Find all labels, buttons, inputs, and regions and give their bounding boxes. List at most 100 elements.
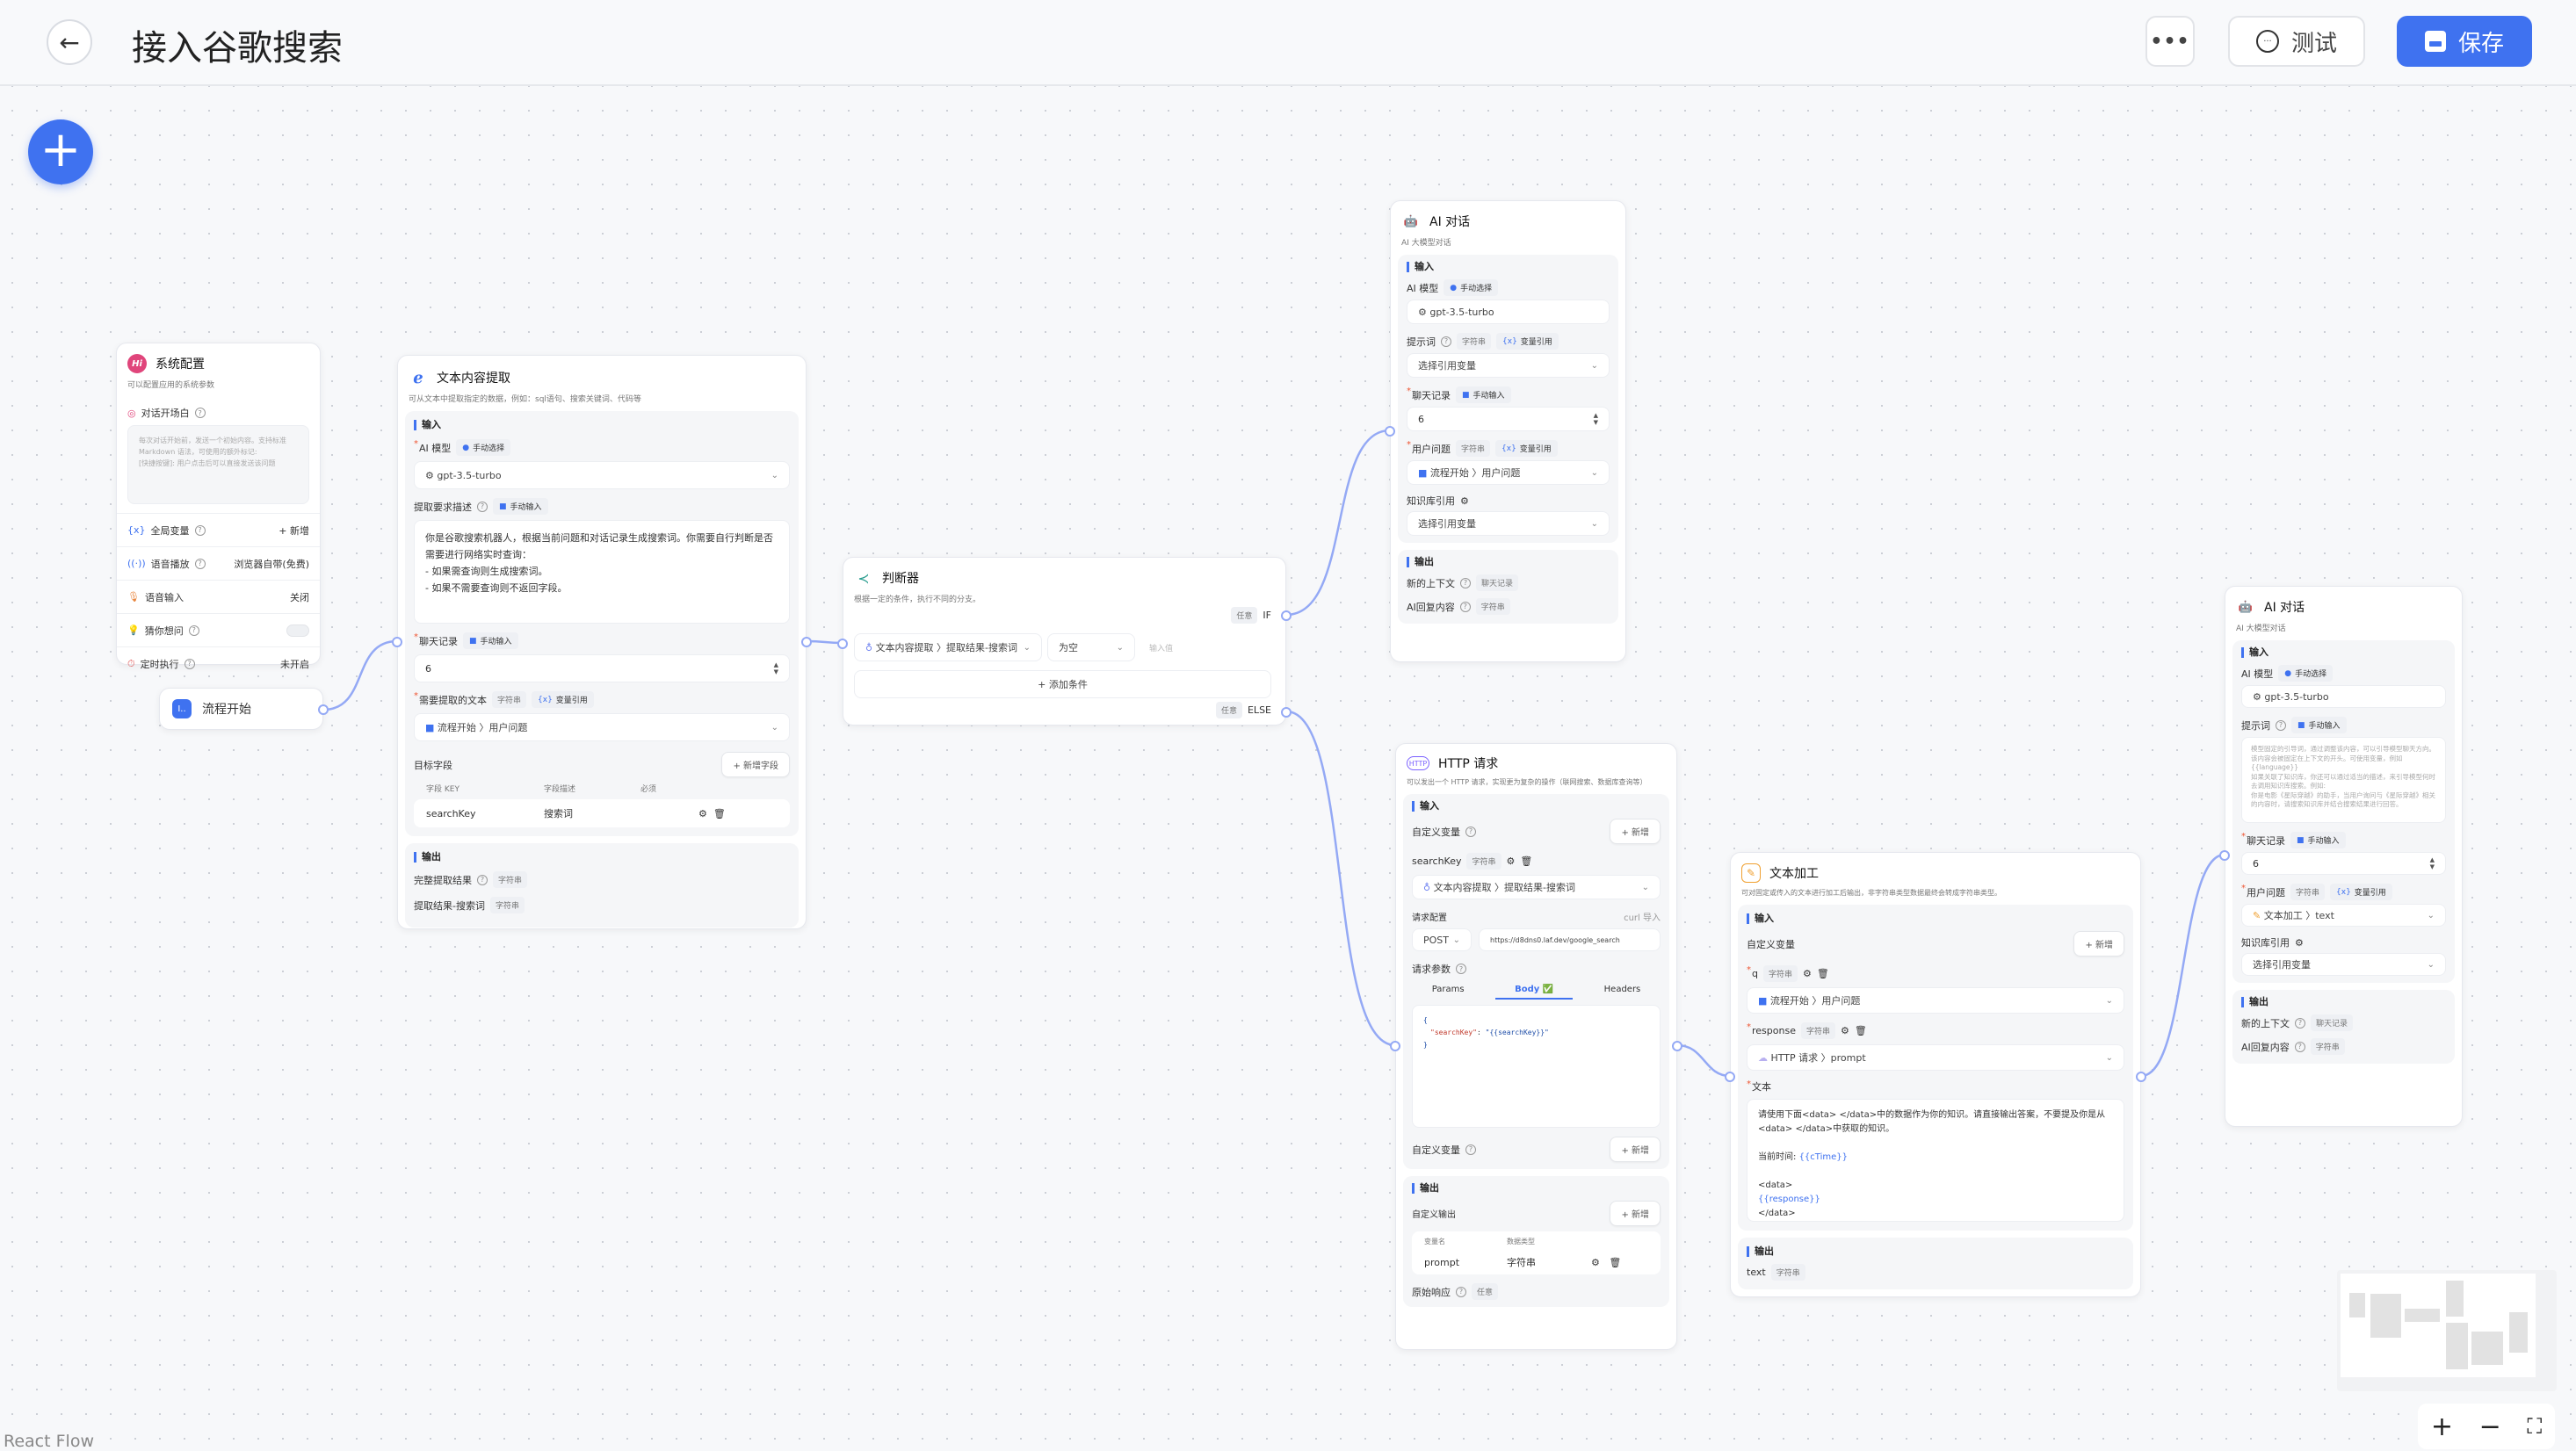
- row-schedule[interactable]: ⏱定时执行?未开启: [117, 646, 320, 680]
- row-voice-input[interactable]: 🎙语音输入关闭: [117, 580, 320, 613]
- user-question-select[interactable]: ■ 流程开始 〉用户问题⌄: [1407, 460, 1610, 485]
- prompt-textarea[interactable]: 模型固定的引导词，通过调整该内容，可以引导模型聊天方向。该内容会被固定在上下文的…: [2241, 737, 2446, 823]
- node-flow-start[interactable]: I.. 流程开始: [159, 688, 329, 730]
- add-variable-button[interactable]: + 新增: [1610, 1137, 1661, 1162]
- settings-icon[interactable]: ⚙: [1803, 968, 1812, 979]
- text-template-editor[interactable]: 请使用下面<data> </data>中的数据作为你的知识。请直接输出答案，不要…: [1747, 1099, 2124, 1222]
- settings-icon[interactable]: ⚙: [1460, 494, 1469, 507]
- manual-input-tag[interactable]: ■手动输入: [2290, 832, 2346, 848]
- add-condition-button[interactable]: + 添加条件: [854, 670, 1271, 698]
- target-handle[interactable]: [1385, 426, 1395, 437]
- trash-icon[interactable]: 🗑: [1854, 1025, 1867, 1036]
- add-field-button[interactable]: + 新增字段: [721, 752, 790, 777]
- var-ref-tag[interactable]: {x}变量引用: [1495, 440, 1558, 457]
- manual-select-tag[interactable]: ●手动选择: [1444, 279, 1499, 296]
- model-select[interactable]: ⚙ gpt-3.5-turbo: [1407, 300, 1610, 324]
- add-variable-button[interactable]: + 新增: [2073, 931, 2124, 957]
- condition-operator-select[interactable]: 为空⌄: [1047, 633, 1135, 661]
- manual-select-tag[interactable]: ●手动选择: [456, 439, 511, 456]
- settings-icon[interactable]: ⚙: [698, 807, 707, 819]
- var-ref-tag[interactable]: {x}变量引用: [1496, 333, 1559, 350]
- test-button[interactable]: ···测试: [2228, 16, 2365, 67]
- text-source-select[interactable]: ■ 流程开始 〉用户问题⌄: [414, 713, 790, 741]
- node-ai-chat-1[interactable]: 🤖AI 对话 AI 大模型对话 输入 AI 模型●手动选择 ⚙ gpt-3.5-…: [1385, 200, 1626, 662]
- settings-icon[interactable]: ⚙: [1591, 1256, 1600, 1268]
- tab-body[interactable]: Body ✅: [1495, 981, 1574, 1000]
- kb-select[interactable]: 选择引用变量⌄: [1407, 511, 1610, 536]
- guess-toggle[interactable]: [286, 624, 309, 637]
- manual-input-tag[interactable]: ■手动输入: [463, 632, 518, 649]
- history-number-input[interactable]: 6▲▼: [1407, 407, 1610, 431]
- variable-source-select[interactable]: ♁ 文本内容提取 〉提取结果-搜索词⌄: [1412, 875, 1661, 899]
- row-global-vars[interactable]: {x}全局变量?+ 新增: [117, 513, 320, 546]
- kb-select[interactable]: 选择引用变量⌄: [2241, 953, 2446, 976]
- manual-select-tag[interactable]: ●手动选择: [2278, 665, 2334, 682]
- target-handle[interactable]: [2219, 850, 2230, 861]
- url-input[interactable]: https://d8dns0.laf.dev/google_search: [1479, 928, 1661, 951]
- manual-input-tag[interactable]: ■手动输入: [2291, 717, 2347, 733]
- variable-source-select[interactable]: ☁ HTTP 请求 〉prompt⌄: [1747, 1044, 2124, 1071]
- condition-variable-select[interactable]: ♁ 文本内容提取 〉提取结果-搜索词⌄: [854, 633, 1042, 661]
- manual-input-tag[interactable]: ■手动输入: [493, 498, 548, 515]
- fit-view-icon[interactable]: ⛶: [2527, 1414, 2543, 1439]
- var-ref-tag[interactable]: {x}变量引用: [532, 691, 594, 708]
- history-number-input[interactable]: 6▲▼: [2241, 852, 2446, 875]
- add-node-button[interactable]: +: [28, 119, 93, 184]
- model-select[interactable]: ⚙ gpt-3.5-turbo⌄: [414, 461, 790, 489]
- react-flow-attribution[interactable]: React Flow: [4, 1432, 94, 1451]
- source-handle[interactable]: [1672, 1041, 1682, 1051]
- source-handle[interactable]: [318, 704, 329, 715]
- add-variable-button[interactable]: + 新增: [1610, 819, 1661, 844]
- body-editor[interactable]: { "searchKey": "{{searchKey}}" }: [1412, 1005, 1661, 1128]
- target-handle[interactable]: [1390, 1041, 1400, 1051]
- method-select[interactable]: POST⌄: [1412, 928, 1472, 951]
- if-handle[interactable]: [1281, 610, 1292, 621]
- settings-icon[interactable]: ⚙: [1840, 1025, 1849, 1036]
- prompt-select[interactable]: 选择引用变量⌄: [1407, 353, 1610, 378]
- condition-value-input[interactable]: 输入值: [1149, 644, 1174, 653]
- row-tts[interactable]: ((·))语音播放?浏览器自带(免费): [117, 546, 320, 580]
- more-button[interactable]: •••: [2145, 16, 2195, 67]
- zoom-controls: + − ⛶: [2418, 1404, 2555, 1449]
- settings-icon[interactable]: ⚙: [2295, 936, 2304, 949]
- model-select[interactable]: ⚙ gpt-3.5-turbo: [2241, 685, 2446, 708]
- variable-source-select[interactable]: ■ 流程开始 〉用户问题⌄: [1747, 987, 2124, 1014]
- stepper-icon[interactable]: ▲▼: [1593, 412, 1598, 426]
- target-handle[interactable]: [1725, 1072, 1735, 1082]
- target-handle[interactable]: [837, 639, 848, 649]
- stepper-icon[interactable]: ▲▼: [773, 661, 778, 675]
- tab-headers[interactable]: Headers: [1603, 985, 1641, 994]
- else-handle[interactable]: [1281, 707, 1292, 718]
- trash-icon[interactable]: 🗑: [1816, 968, 1829, 979]
- add-output-button[interactable]: + 新增: [1610, 1201, 1661, 1226]
- extract-description-textarea[interactable]: 你是谷歌搜索机器人，根据当前问题和对话记录生成搜索词。你需要自行判断是否需要进行…: [414, 520, 790, 624]
- curl-import-link[interactable]: curl 导入: [1624, 913, 1661, 923]
- trash-icon[interactable]: 🗑: [1609, 1256, 1622, 1268]
- tab-params[interactable]: Params: [1431, 985, 1465, 994]
- minimap-viewport[interactable]: [2341, 1274, 2536, 1377]
- user-question-select[interactable]: ✎ 文本加工 〉text⌄: [2241, 904, 2446, 927]
- manual-input-tag[interactable]: ■手动输入: [1456, 386, 1511, 403]
- target-handle[interactable]: [392, 637, 402, 647]
- zoom-in-icon[interactable]: +: [2430, 1411, 2453, 1442]
- node-ai-chat-2[interactable]: 🤖AI 对话 AI 大模型对话 输入 AI 模型●手动选择 ⚙ gpt-3.5-…: [2219, 586, 2463, 1127]
- source-handle[interactable]: [801, 637, 812, 647]
- welcome-textarea[interactable]: 每次对话开始前，发送一个初始内容。支持标准 Markdown 语法，可使用的额外…: [127, 425, 309, 504]
- stepper-icon[interactable]: ▲▼: [2429, 856, 2435, 870]
- source-handle[interactable]: [2136, 1072, 2146, 1082]
- var-ref-tag[interactable]: {x}变量引用: [2330, 884, 2392, 900]
- settings-icon[interactable]: ⚙: [1506, 855, 1516, 867]
- back-button[interactable]: ←: [47, 19, 92, 65]
- trash-icon[interactable]: 🗑: [713, 807, 726, 819]
- node-text-process[interactable]: ✎文本加工 可对固定或传入的文本进行加工后输出，非字符串类型数据最终会转成字符串…: [1725, 852, 2146, 1297]
- zoom-out-icon[interactable]: −: [2478, 1411, 2501, 1442]
- trash-icon[interactable]: 🗑: [1520, 855, 1533, 867]
- minimap[interactable]: [2337, 1270, 2557, 1391]
- save-button[interactable]: 保存: [2397, 16, 2532, 67]
- history-number-input[interactable]: 6▲▼: [414, 654, 790, 682]
- add-global-var-button[interactable]: + 新增: [279, 524, 309, 537]
